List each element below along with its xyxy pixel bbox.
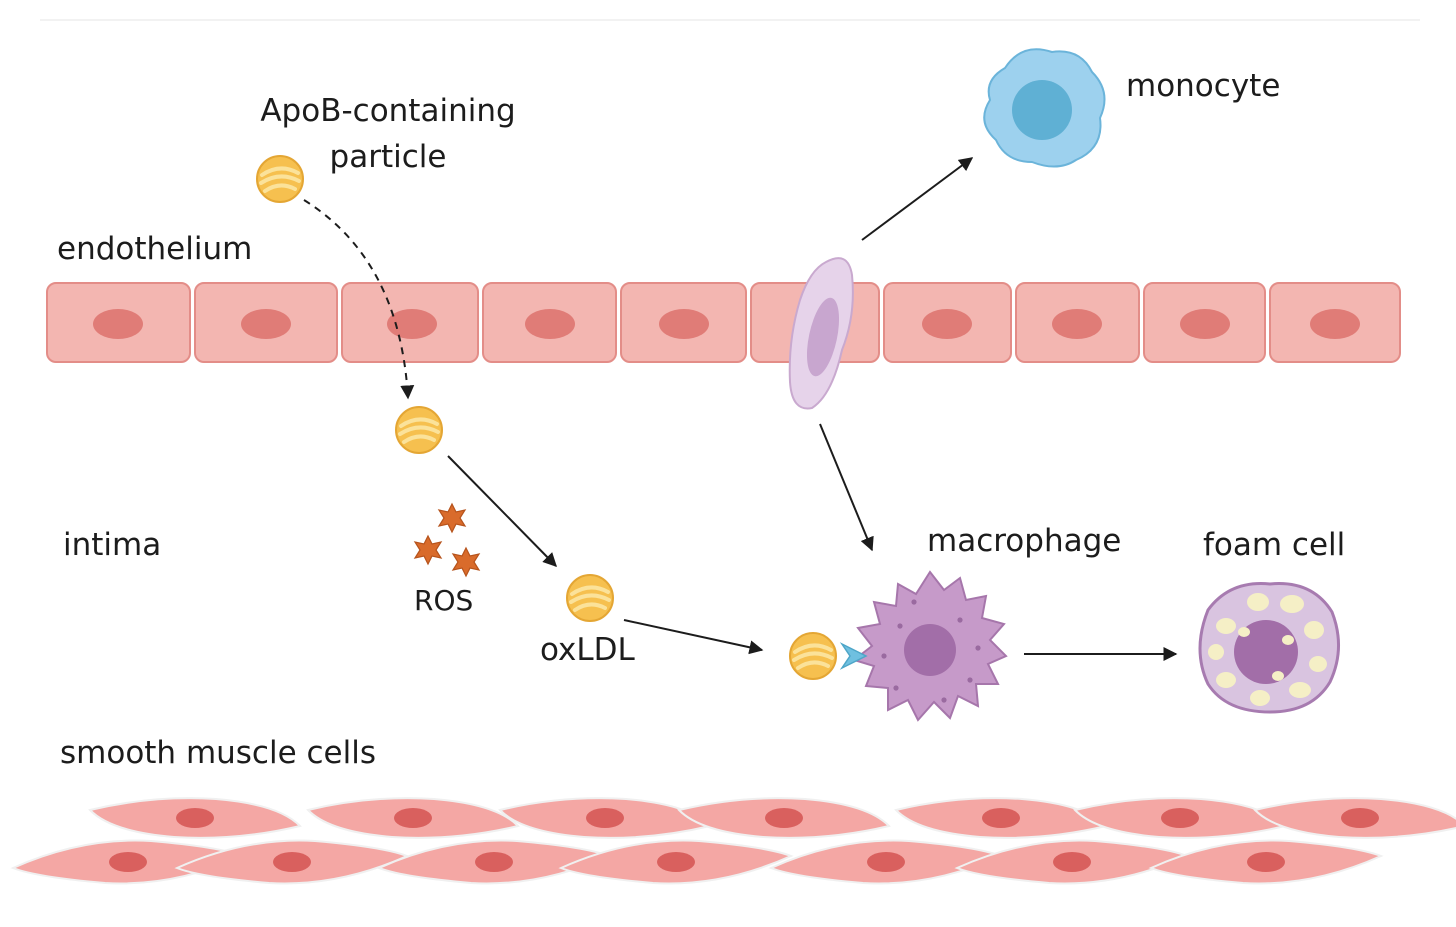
endothelial-nucleus — [922, 309, 972, 339]
endothelial-nucleus — [241, 309, 291, 339]
endothelial-nucleus — [1180, 309, 1230, 339]
smooth-muscle-nucleus — [1161, 808, 1199, 828]
oxldl-particle — [565, 573, 615, 623]
smooth-muscle-nucleus — [1247, 852, 1285, 872]
monocyte-label: monocyte — [1126, 68, 1281, 104]
arrows — [303, 157, 1178, 661]
smooth-muscle-nucleus — [1053, 852, 1091, 872]
smooth-muscle-nucleus — [982, 808, 1020, 828]
scavenger-receptor-icon — [839, 642, 868, 670]
smooth-muscle-nucleus — [109, 852, 147, 872]
intima-label: intima — [63, 527, 162, 563]
transmigrating-monocyte — [788, 257, 854, 410]
endothelium-layer — [46, 282, 1401, 363]
ros-star-icon — [414, 535, 442, 565]
foam-cell — [1198, 582, 1341, 714]
monocyte-migration-arrow — [861, 157, 974, 241]
smooth-muscle-label: smooth muscle cells — [60, 735, 377, 771]
bound-oxldl-particle — [788, 631, 838, 681]
endothelial-nucleus — [659, 309, 709, 339]
endothelial-nucleus — [93, 309, 143, 339]
ros-molecules — [414, 503, 480, 577]
endothelial-nucleus — [1052, 309, 1102, 339]
endothelial-nucleus — [1310, 309, 1360, 339]
uptake-arrow — [623, 619, 764, 655]
ros-label: ROS — [414, 584, 474, 617]
endothelium-label: endothelium — [57, 231, 253, 267]
apob-label-line1: ApoB-containing — [260, 93, 516, 129]
oxidation-arrow — [447, 455, 557, 567]
transcytosis-arrow — [303, 199, 415, 400]
smooth-muscle-nucleus — [586, 808, 624, 828]
macrophage-cell — [851, 570, 1008, 722]
differentiation-arrow — [819, 423, 874, 552]
foam-cell-label: foam cell — [1203, 527, 1346, 563]
apob-label-line2: particle — [329, 139, 447, 175]
endothelial-nucleus — [387, 309, 437, 339]
smooth-muscle-nucleus — [394, 808, 432, 828]
smooth-muscle-layer — [10, 797, 1456, 885]
smooth-muscle-nucleus — [475, 852, 513, 872]
smooth-muscle-nucleus — [1341, 808, 1379, 828]
oxldl-label: oxLDL — [540, 632, 635, 668]
smooth-muscle-nucleus — [867, 852, 905, 872]
ros-star-icon — [438, 503, 466, 533]
smooth-muscle-nucleus — [176, 808, 214, 828]
smooth-muscle-nucleus — [765, 808, 803, 828]
transmigrating-nucleus — [806, 297, 840, 377]
smooth-muscle-nucleus — [273, 852, 311, 872]
monocyte-cell — [983, 48, 1106, 168]
retained-particle — [394, 405, 444, 455]
foam-nucleus — [1234, 620, 1298, 684]
smooth-muscle-nucleus — [657, 852, 695, 872]
monocyte-nucleus — [1012, 80, 1072, 140]
macrophage-nucleus — [904, 624, 956, 676]
ros-star-icon — [452, 547, 480, 577]
endothelial-nucleus — [525, 309, 575, 339]
macrophage-label: macrophage — [927, 523, 1122, 559]
